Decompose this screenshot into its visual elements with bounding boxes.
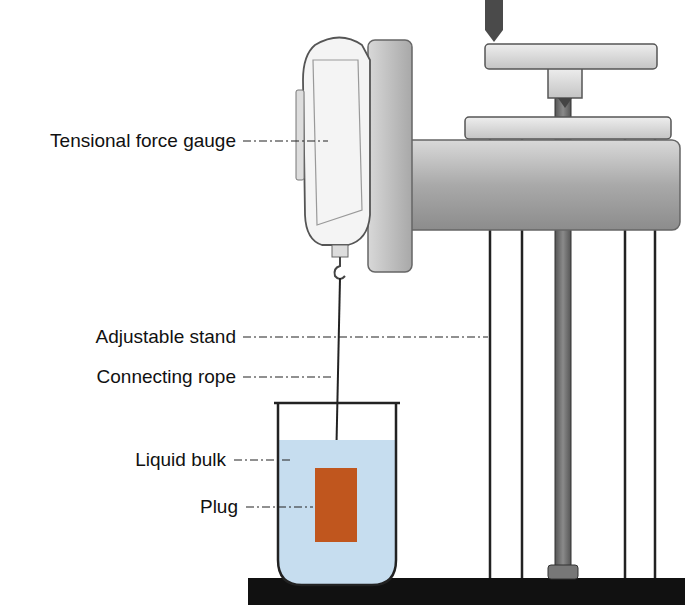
plug [315, 468, 357, 542]
handle-stem [548, 68, 582, 98]
part-label: Adjustable stand [96, 327, 237, 348]
stem-tip [558, 98, 572, 108]
gauge-neck [332, 245, 348, 257]
liquid [278, 440, 396, 585]
part-label: Plug [200, 497, 238, 518]
gauge-hook [335, 257, 345, 279]
leader-lines [234, 141, 488, 507]
rod-foot [548, 565, 578, 579]
gauge-buttons [296, 90, 304, 180]
gauge-mount [368, 40, 412, 272]
handle-bar [485, 44, 657, 69]
connecting-rope [336, 278, 340, 468]
gauge-window [313, 60, 362, 225]
top-plate [465, 117, 671, 139]
part-label: Liquid bulk [135, 450, 226, 471]
beaker [278, 403, 396, 585]
pointer [485, 0, 503, 42]
support-arm [380, 140, 680, 230]
part-label: Tensional force gauge [50, 131, 236, 152]
beaker-rim [274, 402, 400, 405]
part-label: Connecting rope [97, 367, 236, 388]
